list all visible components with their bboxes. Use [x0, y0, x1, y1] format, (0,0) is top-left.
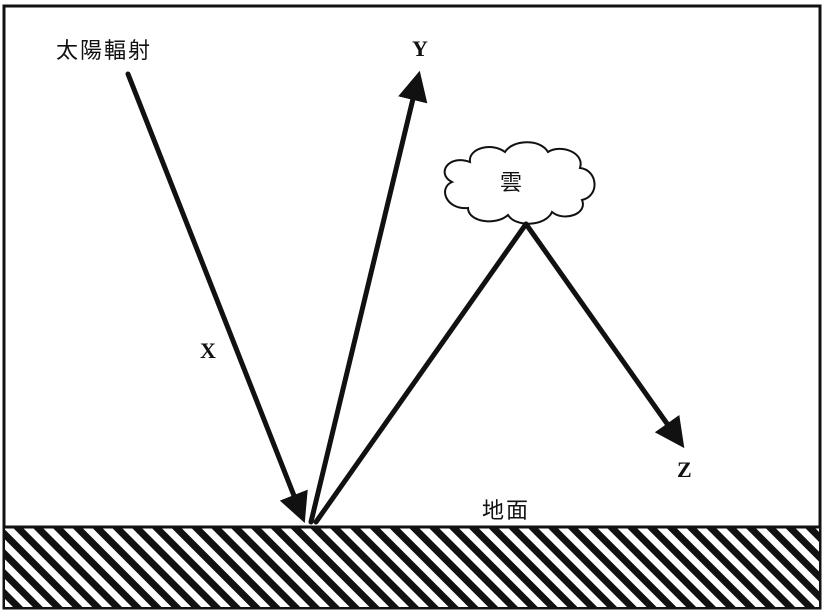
ray-y: [308, 70, 428, 525]
frame-border: [2, 4, 822, 610]
ray-z: [523, 221, 685, 449]
cloud-icon: [443, 141, 596, 225]
label-ray-x: X: [200, 338, 216, 363]
label-ray-z: Z: [677, 457, 692, 482]
label-solar-radiation: 太陽輻射: [56, 39, 152, 64]
ground-hatch: [5, 528, 819, 607]
label-ray-y: Y: [412, 36, 428, 61]
ray-x: [125, 71, 308, 523]
label-cloud: 雲: [500, 171, 524, 196]
ray-ground-to-cloud: [313, 221, 529, 525]
label-ground: 地面: [482, 499, 530, 524]
